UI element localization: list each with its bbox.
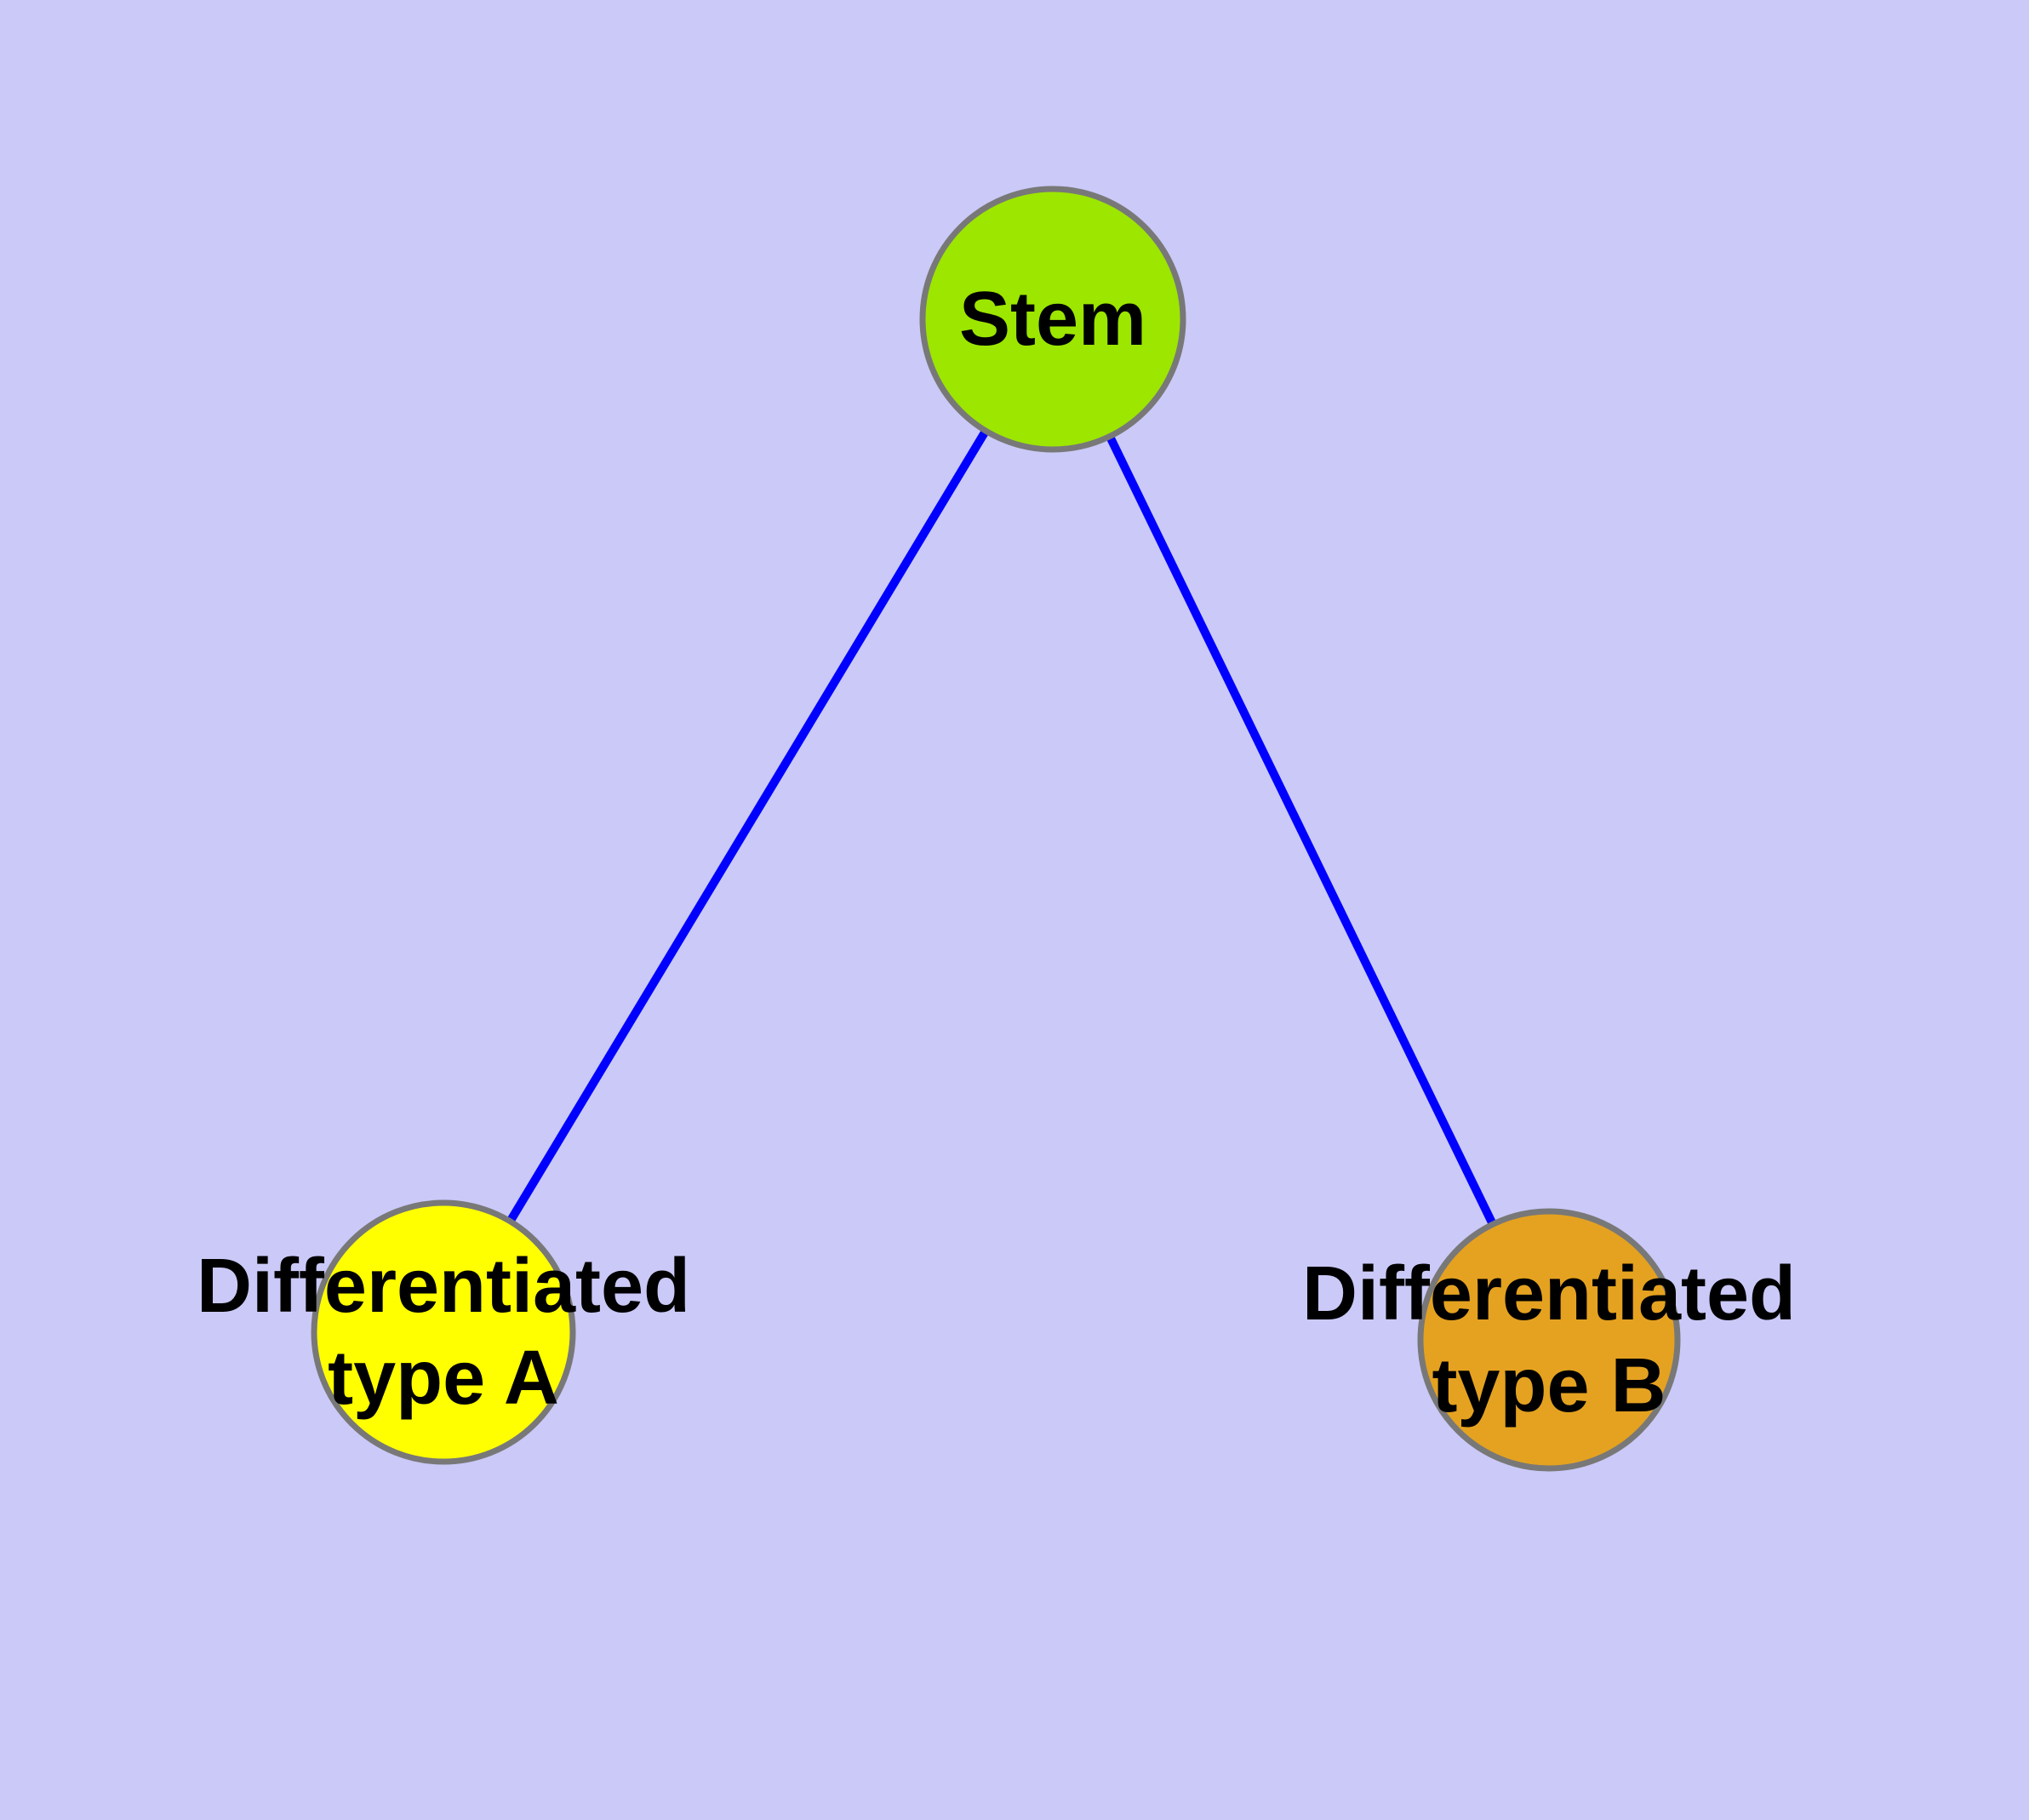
edge-stem-to-typeA [439,317,1057,1335]
node-typeB-circle [1417,1208,1681,1472]
node-typeA-circle [311,1199,576,1465]
node-stem-circle [919,186,1186,453]
edge-stem-to-typeB [1049,317,1553,1342]
